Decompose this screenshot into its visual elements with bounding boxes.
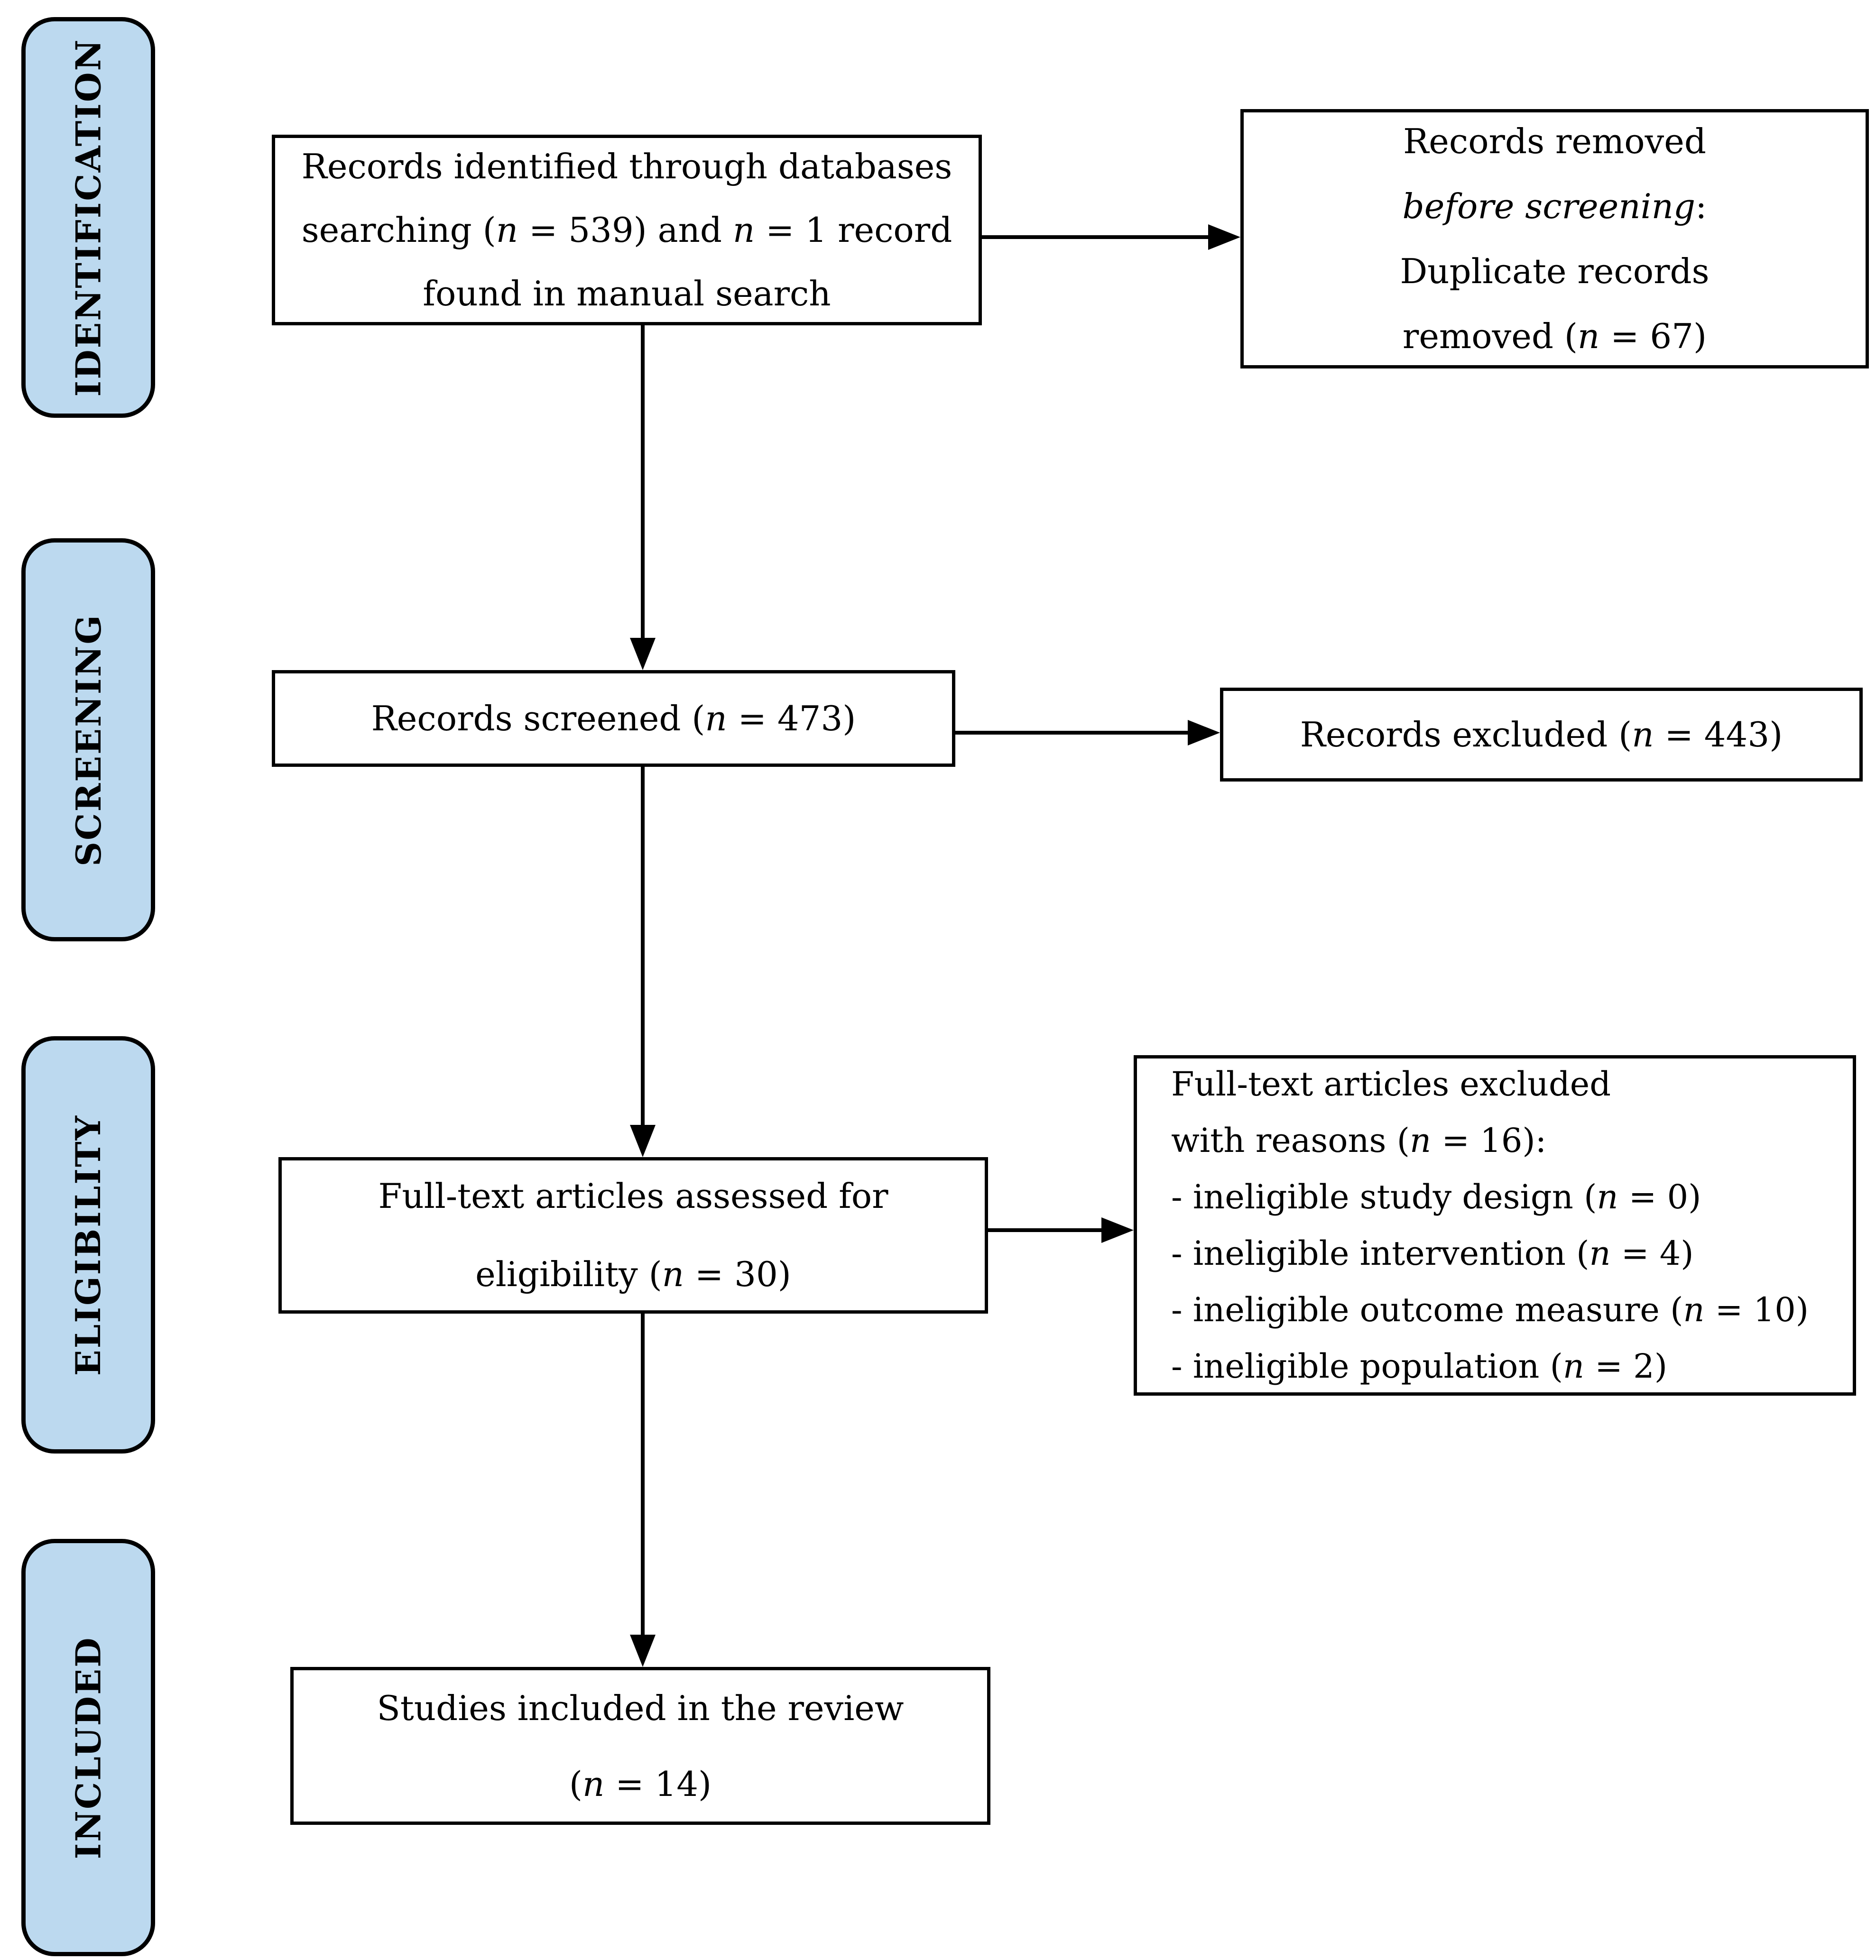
box-text-line: with reasons (n = 16):	[1171, 1121, 1547, 1160]
box-text-line: eligibility (n = 30)	[475, 1254, 791, 1294]
box-studies-included: Studies included in the review (n = 14)	[290, 1667, 990, 1825]
stage-label-screening-text: SCREENING	[68, 613, 109, 866]
box-text-line: - ineligible population (n = 2)	[1171, 1347, 1668, 1386]
box-fulltext-excluded: Full-text articles excluded with reasons …	[1134, 1055, 1856, 1396]
arrow-identified-to-screened-head-icon	[630, 638, 656, 670]
box-records-excluded: Records excluded (n = 443)	[1220, 688, 1863, 782]
stage-label-identification: IDENTIFICATION	[21, 17, 155, 418]
arrow-screened-to-excluded-head-icon	[1188, 720, 1220, 745]
box-records-removed-before-screening: Records removed before screening: Duplicat…	[1240, 109, 1869, 368]
box-text-line: - ineligible intervention (n = 4)	[1171, 1234, 1694, 1273]
stage-label-included-text: INCLUDED	[68, 1636, 109, 1859]
arrow-screened-to-fulltext-head-icon	[630, 1125, 656, 1157]
arrow-identified-to-removed-head-icon	[1208, 224, 1240, 250]
box-records-identified: Records identified through databases sear…	[272, 135, 982, 325]
arrow-fulltext-to-excluded-head-icon	[1101, 1217, 1134, 1243]
stage-label-identification-text: IDENTIFICATION	[68, 38, 109, 397]
box-text-line: - ineligible study design (n = 0)	[1171, 1178, 1701, 1216]
arrow-fulltext-to-included-head-icon	[630, 1635, 656, 1667]
box-text-line: Full-text articles excluded	[1171, 1065, 1611, 1104]
box-text-line: Studies included in the review	[377, 1688, 904, 1728]
arrow-fulltext-to-included-shaft	[641, 1314, 645, 1635]
arrow-fulltext-to-excluded-shaft	[988, 1228, 1101, 1232]
stage-label-eligibility-text: ELIGIBILITY	[68, 1114, 109, 1376]
box-text-line: Full-text articles assessed for	[378, 1176, 888, 1216]
stage-label-eligibility: ELIGIBILITY	[21, 1036, 155, 1454]
box-text-line: Duplicate records	[1400, 251, 1710, 291]
box-text-line: found in manual search	[423, 274, 831, 313]
box-text-line: Records identified through databases	[301, 147, 952, 186]
box-text-line: (n = 14)	[569, 1764, 712, 1804]
box-fulltext-assessed: Full-text articles assessed for eligibili…	[278, 1157, 988, 1314]
arrow-identified-to-screened-shaft	[641, 325, 645, 638]
arrow-identified-to-removed-shaft	[982, 235, 1208, 239]
box-text-line: removed (n = 67)	[1402, 316, 1707, 356]
box-records-screened: Records screened (n = 473)	[272, 670, 955, 767]
box-text-line: searching (n = 539) and n = 1 record	[301, 210, 952, 250]
box-text-line: before screening:	[1402, 186, 1707, 226]
arrow-screened-to-excluded-shaft	[955, 731, 1188, 735]
stage-label-screening: SCREENING	[21, 538, 155, 941]
stage-label-included: INCLUDED	[21, 1539, 155, 1956]
box-text-line: Records excluded (n = 443)	[1300, 715, 1783, 755]
box-text-line: Records screened (n = 473)	[371, 699, 856, 738]
box-text-line: Records removed	[1403, 121, 1706, 161]
arrow-screened-to-fulltext-shaft	[641, 767, 645, 1125]
box-text-line: - ineligible outcome measure (n = 10)	[1171, 1290, 1809, 1329]
